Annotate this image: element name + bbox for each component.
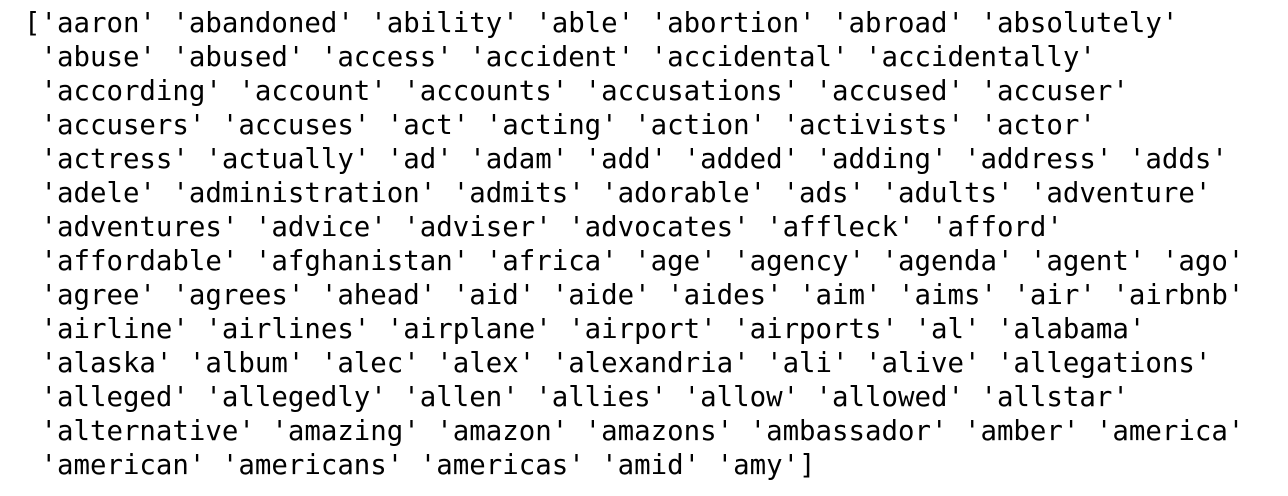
- output-line: 'affordable' 'afghanistan' 'africa' 'age…: [24, 246, 1245, 277]
- output-line: 'alaska' 'album' 'alec' 'alex' 'alexandr…: [24, 348, 1212, 379]
- output-line: 'adele' 'administration' 'admits' 'adora…: [24, 178, 1212, 209]
- output-line: 'abuse' 'abused' 'access' 'accident' 'ac…: [24, 42, 1096, 73]
- output-line: ['aaron' 'abandoned' 'ability' 'able' 'a…: [24, 8, 1179, 39]
- output-line: 'accusers' 'accuses' 'act' 'acting' 'act…: [24, 110, 1096, 141]
- output-line: 'alleged' 'allegedly' 'allen' 'allies' '…: [24, 382, 1129, 413]
- output-line: 'alternative' 'amazing' 'amazon' 'amazon…: [24, 416, 1245, 447]
- output-line: 'adventures' 'advice' 'adviser' 'advocat…: [24, 212, 1063, 243]
- output-line: 'agree' 'agrees' 'ahead' 'aid' 'aide' 'a…: [24, 280, 1245, 311]
- output-line: 'according' 'account' 'accounts' 'accusa…: [24, 76, 1129, 107]
- output-line: 'airline' 'airlines' 'airplane' 'airport…: [24, 314, 1146, 345]
- output-line: 'american' 'americans' 'americas' 'amid'…: [24, 450, 816, 481]
- output-line: 'actress' 'actually' 'ad' 'adam' 'add' '…: [24, 144, 1228, 175]
